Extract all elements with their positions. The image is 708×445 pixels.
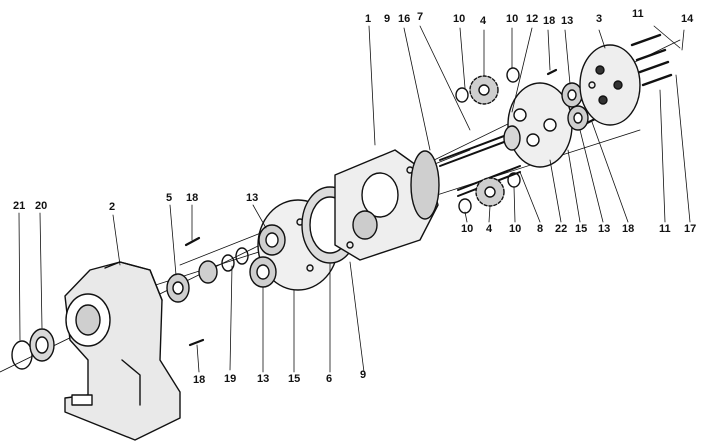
callout-18-b: 18 (186, 192, 199, 204)
callout-16: 16 (398, 13, 411, 25)
callout-8: 8 (537, 223, 544, 235)
callout-15-a: 15 (575, 223, 588, 235)
callout-4-b: 4 (486, 223, 493, 235)
ring-9 (410, 150, 440, 220)
callout-7: 7 (417, 11, 424, 23)
end-cover-3 (579, 44, 641, 126)
callout-10-a: 10 (453, 13, 466, 25)
callout-12: 12 (526, 13, 539, 25)
callout-14: 14 (681, 13, 694, 25)
seal-bushing-5 (166, 273, 190, 303)
bearing-20 (29, 328, 55, 362)
callout-6: 6 (326, 373, 333, 385)
callout-5: 5 (166, 192, 173, 204)
callout-17: 17 (684, 223, 697, 235)
callout-19: 19 (224, 373, 237, 385)
bearings-13-rear (561, 82, 589, 131)
callout-18-c: 18 (622, 223, 635, 235)
callout-3: 3 (596, 13, 603, 25)
callout-13-d: 13 (257, 373, 270, 385)
callout-10-d: 10 (509, 223, 522, 235)
callout-11-a: 11 (632, 8, 644, 20)
callout-22: 22 (555, 223, 568, 235)
callout-13-c: 13 (598, 223, 611, 235)
callout-18-a: 18 (543, 15, 556, 27)
seal-assembly-19 (198, 247, 249, 284)
gear-4-lower (475, 177, 505, 207)
dowel-pins-18 (184, 68, 597, 347)
callout-18-d: 18 (193, 374, 206, 386)
callout-21: 21 (13, 200, 26, 212)
gear-4-upper (469, 75, 499, 105)
callout-2: 2 (109, 201, 116, 213)
callout-10-c: 10 (461, 223, 474, 235)
callout-13-a: 13 (561, 15, 574, 27)
pump-housing (64, 261, 181, 441)
callout-20: 20 (35, 200, 48, 212)
bearing-plate-15-rear (503, 82, 573, 168)
callout-1: 1 (365, 13, 372, 25)
cap-screws-11 (630, 33, 673, 87)
callout-9-b: 9 (360, 369, 367, 381)
callout-13-b: 13 (246, 192, 259, 204)
leader-lines (18, 25, 691, 373)
seal-ring-21 (11, 340, 33, 370)
callout-9-a: 9 (384, 13, 391, 25)
callout-15-b: 15 (288, 373, 301, 385)
drive-shaft-7 (439, 132, 513, 167)
callout-4-a: 4 (480, 15, 487, 27)
callout-11-b: 11 (659, 223, 671, 235)
callout-10-b: 10 (506, 13, 519, 25)
